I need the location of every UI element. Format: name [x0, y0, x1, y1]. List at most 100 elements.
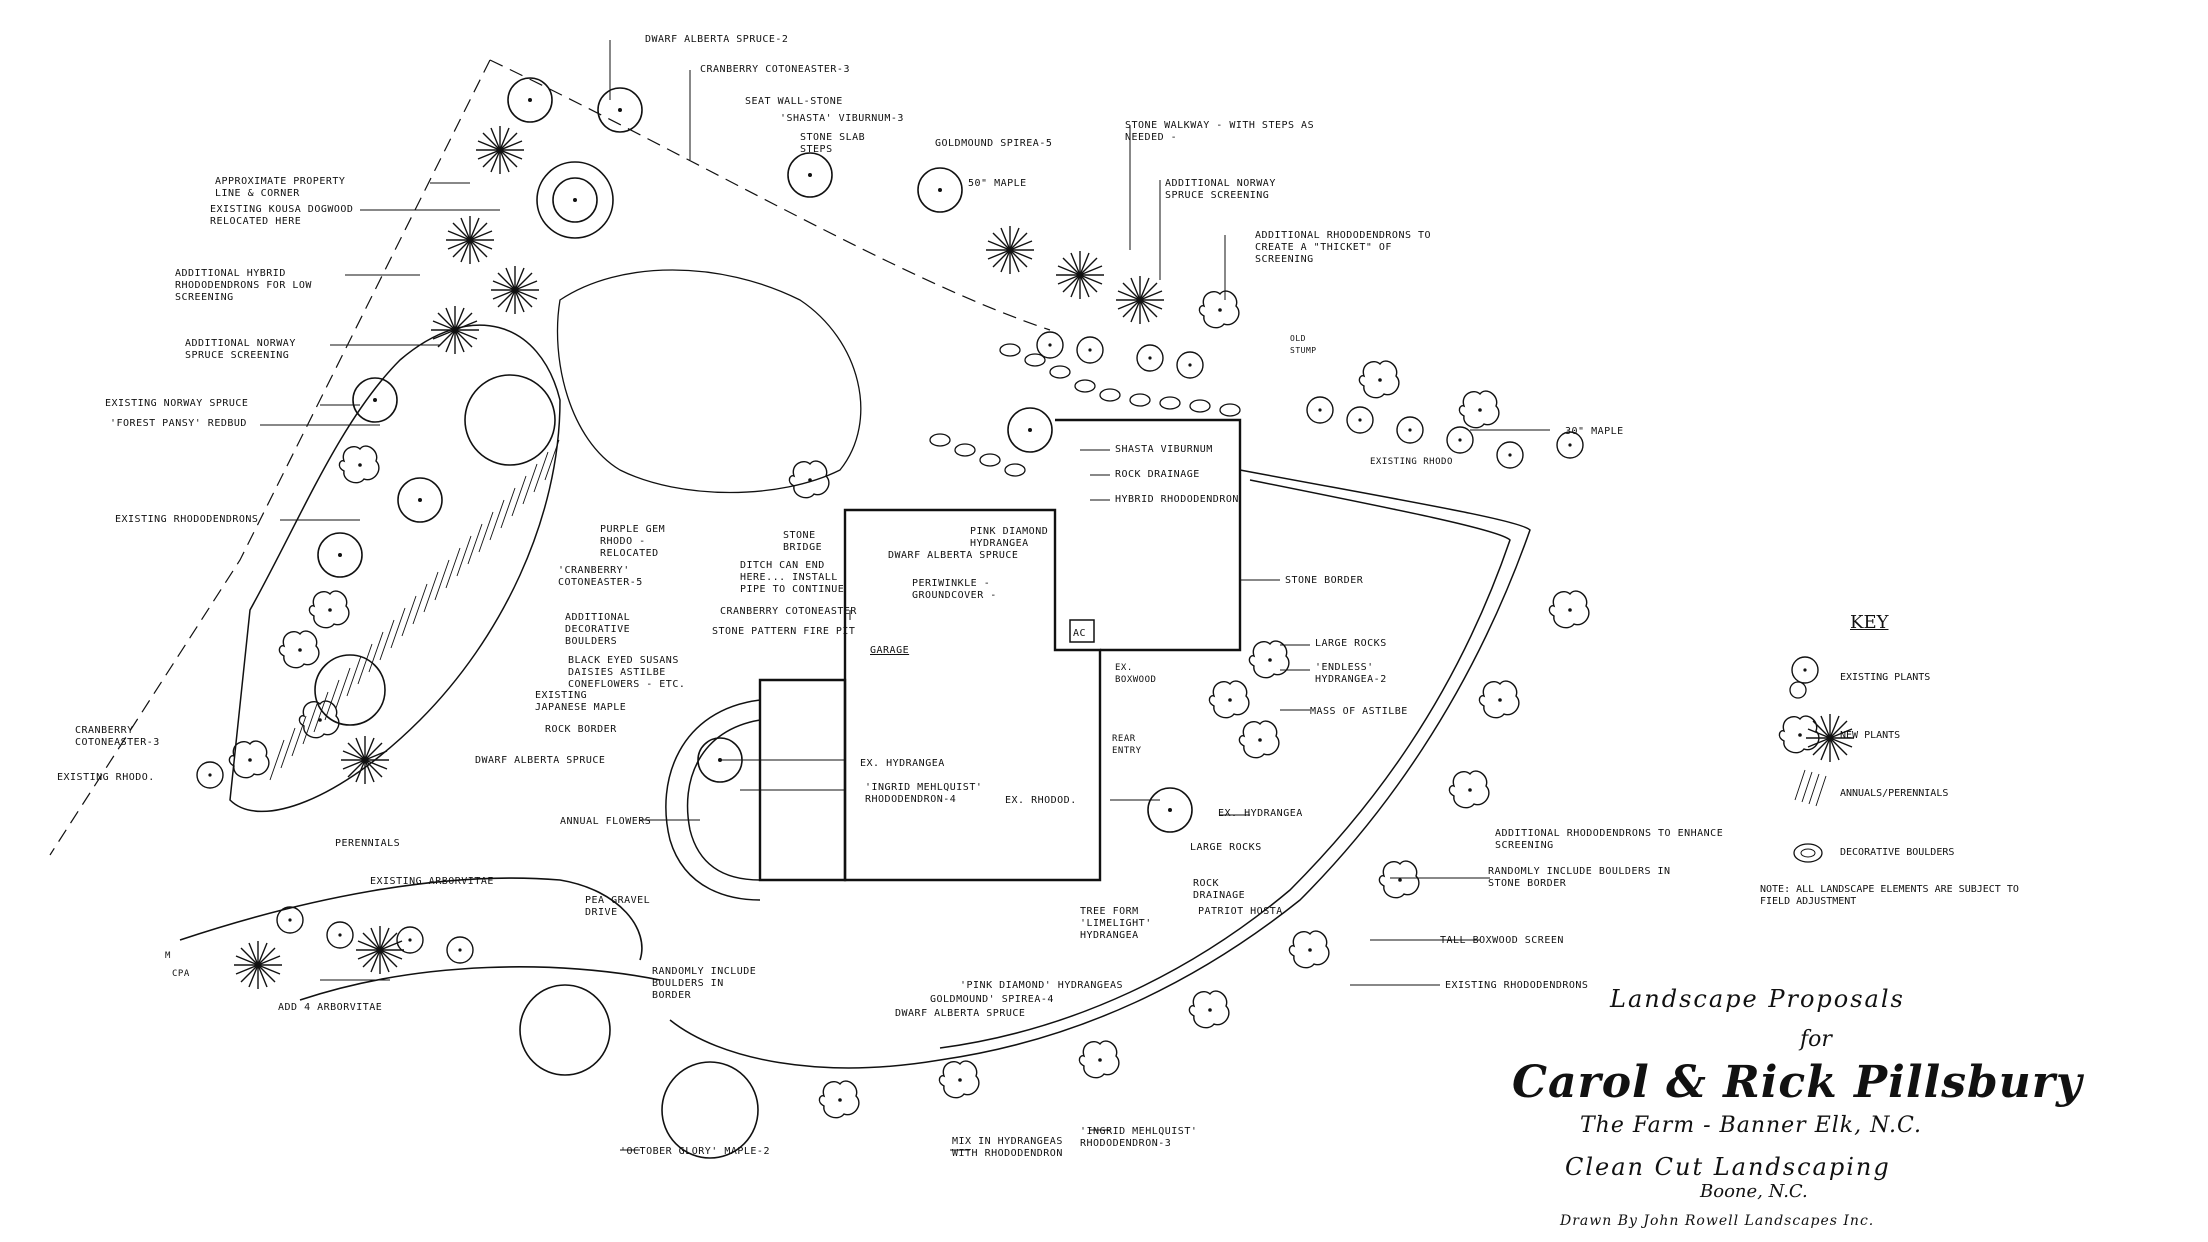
hatch-line [489, 499, 505, 541]
label-dwarf-alberta-spruce-mid: Dwarf Alberta Spruce [888, 550, 1019, 561]
label-shasta-viburnum: Shasta Viburnum [1115, 444, 1213, 455]
shrubs [228, 290, 1590, 1119]
title-drawn-by: Drawn By John Rowell Landscapes Inc. [1560, 1213, 1875, 1229]
key-annuals-perennials: Annuals/Perennials [1840, 788, 1949, 799]
label-annual-flowers: Annual Flowers [560, 816, 652, 827]
label-rock-drainage-top: Rock Drainage [1115, 469, 1200, 480]
label-mass-of-astilbe: Mass of Astilbe [1310, 706, 1408, 717]
key-existing-plants: Existing Plants [1840, 672, 1931, 683]
label-large-rocks-top: Large Rocks [1315, 638, 1387, 649]
label-old-stump: Old Stump [1290, 334, 1317, 355]
hatch-line [280, 727, 296, 769]
existing-trees [196, 77, 1584, 1159]
hatch-line [500, 487, 516, 529]
label-stone-bridge: Stone Bridge [783, 530, 823, 553]
annual-flower-bed [665, 699, 761, 901]
label-existing-kousa-dogwood: Existing Kousa Dogwood Relocated Here [210, 204, 354, 227]
hatch-line [544, 439, 560, 481]
label-additional-norway-spruce-left: Additional Norway Spruce Screening [185, 338, 296, 361]
label-maple-50: 50" Maple [968, 178, 1027, 189]
hatch-line [533, 451, 549, 493]
label-periwinkle: Periwinkle - Groundcover - [912, 578, 997, 601]
label-ex-rhodod: Ex. Rhodod. [1005, 795, 1077, 806]
stone-row-top [929, 343, 1241, 477]
label-rock-drainage-bottom: Rock Drainage [1193, 878, 1246, 901]
key-title: KEY [1850, 612, 1889, 633]
label-pink-diamond-hydrangea: Pink Diamond Hydrangea [970, 526, 1049, 549]
hatch-line [423, 571, 439, 613]
label-randomly-include-boulders-border: Randomly include boulders in border [652, 966, 757, 1001]
label-dwarf-alberta-spruce-2: Dwarf Alberta Spruce-2 [645, 34, 789, 45]
label-patriot-hosta: Patriot Hosta [1198, 906, 1283, 917]
label-rock-border: Rock Border [545, 724, 617, 735]
label-existing-arborvitae: Existing Arborvitae [370, 876, 494, 887]
label-stone-slab-steps: Stone Slab Steps [800, 132, 866, 155]
label-cranberry-cotoneaster-3-top: Cranberry Cotoneaster-3 [700, 64, 850, 75]
title-client-name: Carol & Rick Pillsbury [1512, 1057, 2083, 1108]
label-existing-rhododendrons: Existing Rhododendrons [115, 514, 259, 525]
label-forest-pansy-redbud: 'Forest Pansy' Redbud [110, 418, 247, 429]
label-rear-entry: Rear Entry [1112, 734, 1142, 756]
label-stone-border: Stone Border [1285, 575, 1364, 586]
title-for: for [1800, 1027, 1832, 1052]
hatch-line [478, 511, 494, 553]
label-tall-boxwood-screen: Tall Boxwood Screen [1440, 935, 1564, 946]
perennial-hatch-left [229, 324, 561, 813]
label-hybrid-rhododendron: Hybrid Rhododendron [1115, 494, 1239, 505]
hatch-line [313, 691, 329, 733]
key-decorative-boulders: Decorative Boulders [1840, 847, 1955, 858]
label-garage: Garage [870, 645, 910, 656]
label-ingrid-mehlquist-4: 'Ingrid Mehlquist' Rhododendron-4 [865, 782, 983, 805]
label-seat-wall-stone: Seat Wall-Stone [745, 96, 843, 107]
label-dwarf-alberta-spruce-left: Dwarf Alberta Spruce [475, 755, 606, 766]
label-stone-pattern-fire-pit: Stone Pattern Fire Pit [712, 626, 856, 637]
hatch-line [269, 739, 285, 781]
label-ex-hydrangea-right: Ex. Hydrangea [1218, 808, 1303, 819]
new-spiky-plants [233, 125, 1165, 990]
label-purple-gem-rhodo: Purple Gem Rhodo - Relocated [600, 524, 666, 559]
label-existing-norway-spruce: Existing Norway Spruce [105, 398, 249, 409]
label-additional-decorative-boulders: Additional Decorative Boulders [565, 612, 631, 647]
hatch-line [324, 679, 340, 721]
hatch-line [445, 547, 461, 589]
label-perennials: Perennials [335, 838, 401, 849]
driveway [179, 877, 661, 1001]
label-october-glory-maple: 'October Glory' Maple-2 [620, 1146, 770, 1157]
label-mix-in-hydrangeas: Mix in Hydrangeas with Rhododendron [952, 1136, 1063, 1159]
label-ditch-can-end: Ditch can end here... Install pipe to co… [740, 560, 845, 595]
label-goldmound-spirea-4: Goldmound' Spirea-4 [930, 994, 1054, 1005]
label-additional-rhodo-thicket: Additional Rhododendrons to create a "Th… [1255, 230, 1432, 265]
hatch-line [401, 595, 417, 637]
label-cpa: CPA [172, 969, 190, 979]
label-existing-rhodo-right: Existing Rhodo [1370, 457, 1453, 467]
label-ex-hydrangea-garage: Ex. Hydrangea [860, 758, 945, 769]
label-add-4-arborvitae: Add 4 Arborvitae [278, 1002, 383, 1013]
label-existing-rhodo-left: Existing Rhodo. [57, 772, 155, 783]
label-additional-rhodo-enhance: Additional Rhododendrons to enhance scre… [1495, 828, 1724, 851]
label-ac: AC [1073, 628, 1087, 639]
label-goldmound-spirea-5: Goldmound Spirea-5 [935, 138, 1053, 149]
label-endless-hydrangea-2: 'Endless' Hydrangea-2 [1315, 662, 1387, 685]
label-black-eyed-susans: Black Eyed Susans Daisies Astilbe Conefl… [568, 655, 686, 690]
hatch-line [368, 631, 384, 673]
hatch-line [346, 655, 362, 697]
hatch-line [467, 523, 483, 565]
label-ingrid-mehlquist-3: 'Ingrid Mehlquist' Rhododendron-3 [1080, 1126, 1198, 1149]
label-tree-form-limelight: Tree Form 'Limelight' Hydrangea [1080, 906, 1152, 941]
label-existing-japanese-maple: Existing Japanese Maple [535, 690, 627, 713]
hatch-line [291, 715, 307, 757]
hatch-line [357, 643, 373, 685]
title-company: Clean Cut Landscaping [1565, 1153, 1891, 1181]
key-note: Note: All landscape elements are subject… [1760, 884, 2019, 907]
label-maple-30: 30" Maple [1565, 426, 1624, 437]
label-approx-property-line: Approximate Property Line & Corner [215, 176, 346, 199]
hatch-line [390, 607, 406, 649]
title-block: Landscape Proposals for Carol & Rick Pil… [1500, 985, 2160, 1230]
label-dwarf-alberta-spruce-bottom: Dwarf Alberta Spruce [895, 1008, 1026, 1019]
label-pink-diamond-hydrangeas: 'Pink Diamond' Hydrangeas [960, 980, 1124, 991]
hatch-line [379, 619, 395, 661]
label-ex-boxwood: Ex. Boxwood [1115, 663, 1157, 685]
label-pea-gravel-drive: Pea Gravel Drive [585, 895, 651, 918]
key-symbols [1778, 656, 1855, 863]
